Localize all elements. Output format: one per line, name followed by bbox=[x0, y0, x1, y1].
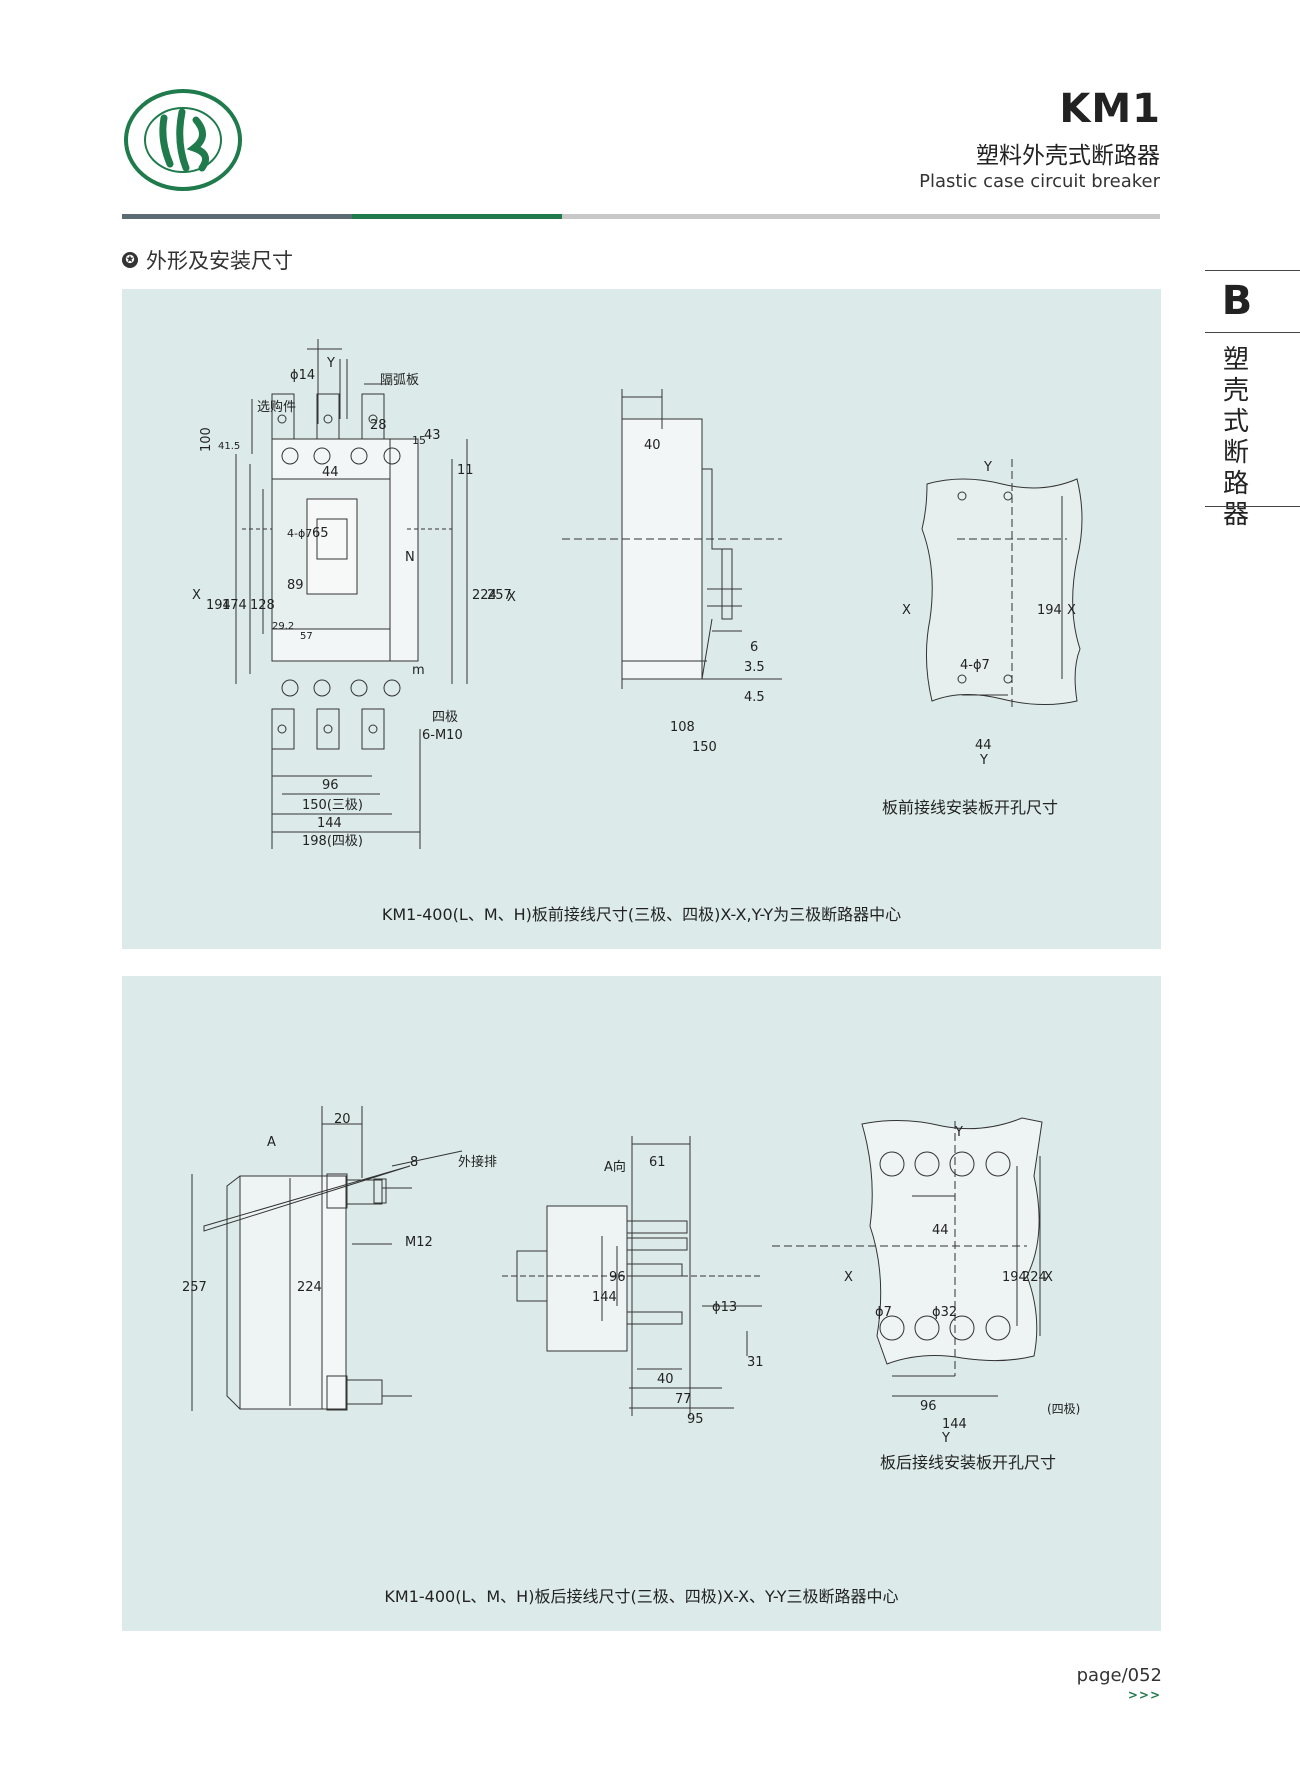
side-tab-rule-top bbox=[1205, 270, 1300, 271]
plate2-dim-96: 96 bbox=[920, 1399, 937, 1414]
plate-dim-4phi7: 4-ϕ7 bbox=[960, 658, 990, 673]
page-number: page/052 bbox=[1076, 1665, 1162, 1686]
dim-20: 20 bbox=[334, 1112, 351, 1127]
product-title-cn: 塑料外壳式断路器 bbox=[976, 143, 1160, 169]
product-title-en: Plastic case circuit breaker bbox=[919, 171, 1160, 192]
dim-phi14: ϕ14 bbox=[290, 368, 315, 383]
rear-wiring-drawing: A 20 8 外接排 M12 257 224 A向 61 96 144 ϕ13 … bbox=[182, 1106, 1080, 1446]
dim-11: 11 bbox=[457, 463, 474, 478]
dim-8: 8 bbox=[410, 1155, 418, 1170]
dim-128: 128 bbox=[250, 598, 275, 613]
front-wiring-panel: ϕ14 Y 隔弧板 选购件 28 44 4-ϕ7 65 N X m 四极 6-M… bbox=[122, 289, 1161, 949]
plate2-axis-y-top: Y bbox=[954, 1125, 963, 1140]
dim-40: 40 bbox=[644, 438, 661, 453]
dim-150-three-pole: 150(三极) bbox=[302, 798, 363, 813]
next-page-arrows[interactable]: >>> bbox=[1127, 1688, 1161, 1702]
dim-6: 6 bbox=[750, 640, 758, 655]
side-tab-text: 塑壳式断路器 bbox=[1222, 345, 1249, 530]
dim-194: 194 bbox=[206, 598, 231, 613]
dim-96: 96 bbox=[322, 778, 339, 793]
dim-57: 57 bbox=[300, 631, 313, 642]
dim-4-5: 4.5 bbox=[744, 690, 765, 705]
plate2-dim-44: 44 bbox=[932, 1223, 949, 1238]
dim-100: 100 bbox=[199, 427, 214, 452]
dim-144: 144 bbox=[317, 816, 342, 831]
view-label-a-dir: A向 bbox=[604, 1159, 626, 1175]
plate2-dim-phi7: ϕ7 bbox=[875, 1305, 892, 1320]
dim-96: 96 bbox=[609, 1270, 626, 1285]
plate2-axis-x-left: X bbox=[844, 1270, 853, 1285]
dim-44: 44 bbox=[322, 465, 339, 480]
plate-axis-x-left: X bbox=[902, 603, 911, 618]
side-tab-rule-bottom bbox=[1205, 506, 1300, 507]
dim-198-four-pole: 198(四极) bbox=[302, 834, 363, 849]
plate-dim-194: 194 bbox=[1037, 603, 1062, 618]
plate2-dim-144: 144 bbox=[942, 1417, 967, 1432]
dim-41-5: 41.5 bbox=[218, 441, 240, 452]
dim-95: 95 bbox=[687, 1412, 704, 1427]
dim-257: 257 bbox=[487, 588, 512, 603]
label-m: m bbox=[412, 663, 425, 678]
plate2-dim-phi32: ϕ32 bbox=[932, 1305, 957, 1320]
dim-224: 224 bbox=[297, 1280, 322, 1295]
dim-15: 15 bbox=[412, 434, 426, 447]
dim-174: 174 bbox=[222, 598, 247, 613]
plate-dim-44: 44 bbox=[975, 738, 992, 753]
dim-77: 77 bbox=[675, 1392, 692, 1407]
rear-wiring-panel: A 20 8 外接排 M12 257 224 A向 61 96 144 ϕ13 … bbox=[122, 976, 1161, 1631]
dim-224: 224 bbox=[472, 588, 497, 603]
label-external-bar: 外接排 bbox=[458, 1154, 497, 1170]
side-tab: B 塑壳式断路器 bbox=[1205, 270, 1300, 530]
dim-150: 150 bbox=[692, 740, 717, 755]
plate-axis-y-bottom: Y bbox=[979, 753, 988, 768]
dim-phi13: ϕ13 bbox=[712, 1300, 737, 1315]
plate2-cutout-caption: 板后接线安装板开孔尺寸 bbox=[880, 1453, 1057, 1472]
dim-43: 43 bbox=[424, 428, 441, 443]
star-circle-icon: ✪ bbox=[122, 252, 138, 268]
plate2-label-four-pole: (四极) bbox=[1047, 1402, 1080, 1416]
dim-89: 89 bbox=[287, 578, 304, 593]
view-arrow-a: A bbox=[267, 1135, 276, 1150]
label-optional: 选购件 bbox=[257, 399, 296, 415]
dim-3-5: 3.5 bbox=[744, 660, 765, 675]
plate2-axis-y-bottom: Y bbox=[941, 1431, 950, 1446]
panel1-caption: KM1-400(L、M、H)板前接线尺寸(三极、四极)X-X,Y-Y为三极断路器… bbox=[381, 905, 902, 924]
plate-axis-y-top: Y bbox=[983, 460, 992, 475]
label-n: N bbox=[405, 550, 415, 565]
plate-cutout-caption: 板前接线安装板开孔尺寸 bbox=[882, 798, 1059, 817]
axis-y-top: Y bbox=[326, 356, 335, 371]
panel2-caption: KM1-400(L、M、H)板后接线尺寸(三极、四极)X-X、Y-Y三极断路器中… bbox=[384, 1587, 899, 1606]
header-rule bbox=[122, 214, 1160, 219]
side-tab-letter: B bbox=[1221, 278, 1253, 324]
dim-108: 108 bbox=[670, 720, 695, 735]
dim-31: 31 bbox=[747, 1355, 764, 1370]
dim-257: 257 bbox=[182, 1280, 207, 1295]
model-name: KM1 bbox=[1059, 86, 1161, 132]
company-logo bbox=[122, 88, 244, 192]
axis-x-right: X bbox=[507, 590, 516, 605]
plate-axis-x-right: X bbox=[1067, 603, 1076, 618]
plate2-axis-x-right: X bbox=[1044, 1270, 1053, 1285]
logo-mark bbox=[124, 89, 242, 191]
dim-m12: M12 bbox=[405, 1235, 433, 1250]
label-four-pole: 四极 bbox=[432, 710, 458, 725]
axis-x-left: X bbox=[192, 588, 201, 603]
dim-6-m10: 6-M10 bbox=[422, 728, 463, 743]
front-wiring-drawing: ϕ14 Y 隔弧板 选购件 28 44 4-ϕ7 65 N X m 四极 6-M… bbox=[192, 339, 1083, 849]
side-tab-rule-mid bbox=[1205, 332, 1300, 333]
dim-61: 61 bbox=[649, 1155, 666, 1170]
plate2-dim-224: 224 bbox=[1022, 1270, 1047, 1285]
plate2-dim-194: 194 bbox=[1002, 1270, 1027, 1285]
dim-40: 40 bbox=[657, 1372, 674, 1387]
dim-65: 65 bbox=[312, 526, 329, 541]
dim-29-2: 29.2 bbox=[272, 621, 294, 632]
section-title-text: 外形及安装尺寸 bbox=[146, 249, 293, 273]
label-arc-plate: 隔弧板 bbox=[380, 373, 419, 388]
dim-28: 28 bbox=[370, 418, 387, 433]
section-title: ✪ 外形及安装尺寸 bbox=[122, 245, 293, 275]
dim-144: 144 bbox=[592, 1290, 617, 1305]
dim-4phi7: 4-ϕ7 bbox=[287, 527, 312, 540]
